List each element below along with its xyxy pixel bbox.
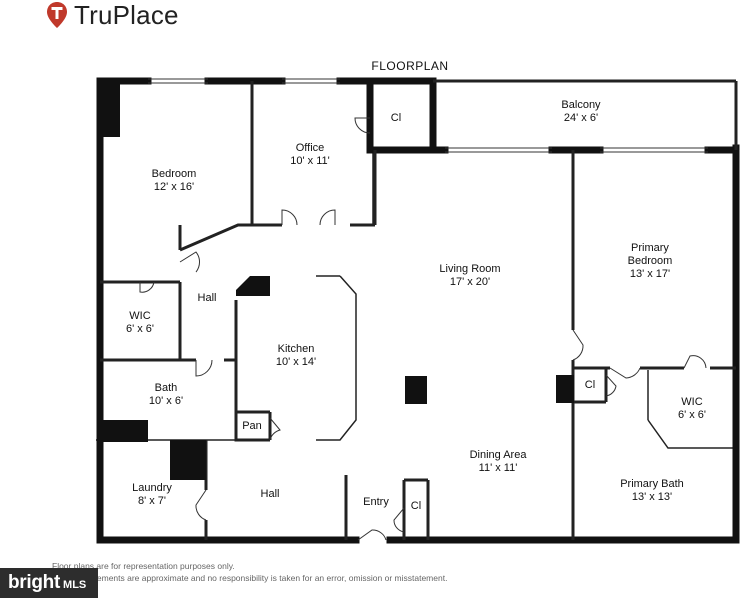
room-name: Living Room xyxy=(439,263,501,275)
room-label-primary-bedroom: Primary Bedroom 13' x 17' xyxy=(610,242,690,281)
room-name: Primary Bath xyxy=(620,478,684,490)
room-name: Cl xyxy=(390,112,402,124)
room-label-entry-closet: Cl xyxy=(406,500,426,513)
disclaimer-line-1: Floor plans are for representation purpo… xyxy=(52,561,235,571)
room-name: WIC xyxy=(681,396,703,408)
room-label-primary-bath: Primary Bath 13' x 13' xyxy=(600,478,704,504)
room-size: 11' x 11' xyxy=(478,462,518,474)
disclaimer-line-2: and measurements are approximate and no … xyxy=(52,573,448,583)
room-size: 10' x 6' xyxy=(148,395,184,407)
room-size: 8' x 7' xyxy=(137,495,167,507)
room-name: Office xyxy=(295,142,325,154)
room-label-wic-left: WIC 6' x 6' xyxy=(112,310,168,336)
room-size: 17' x 20' xyxy=(449,276,491,288)
truplace-logo: TruPlace xyxy=(46,0,179,30)
room-name: Laundry xyxy=(132,482,172,494)
room-name: Pan xyxy=(242,420,262,432)
room-name: Dining Area xyxy=(469,449,527,461)
floorplan-title: FLOORPLAN xyxy=(371,59,449,73)
bright-mls-badge: bright MLS xyxy=(0,568,98,598)
room-name: Bath xyxy=(154,382,178,394)
room-label-office: Office 10' x 11' xyxy=(270,142,350,168)
bright-word: bright xyxy=(8,572,61,593)
room-name: Bedroom xyxy=(151,168,197,180)
room-label-office-closet: Cl xyxy=(382,112,410,125)
room-name: Hall xyxy=(197,292,217,304)
brand-name: TruPlace xyxy=(74,0,179,30)
room-label-primary-closet: Cl xyxy=(577,379,603,392)
room-label-dining-area: Dining Area 11' x 11' xyxy=(448,449,548,475)
room-size: 12' x 16' xyxy=(153,181,195,193)
room-label-bath: Bath 10' x 6' xyxy=(126,382,206,408)
mls-suffix: MLS xyxy=(63,579,87,591)
room-label-entry: Entry xyxy=(356,496,396,509)
room-name: Balcony xyxy=(561,99,601,111)
room-label-pantry: Pan xyxy=(236,420,268,433)
room-size: 10' x 11' xyxy=(290,155,330,167)
room-label-hall-lower: Hall xyxy=(254,488,286,501)
room-name: Hall xyxy=(260,488,280,500)
room-name: Entry xyxy=(363,496,389,508)
room-size: 24' x 6' xyxy=(563,112,599,124)
room-name: Cl xyxy=(410,500,422,512)
room-size: 10' x 14' xyxy=(275,356,317,368)
room-size: 6' x 6' xyxy=(125,323,155,335)
room-label-laundry: Laundry 8' x 7' xyxy=(114,482,190,508)
room-label-bedroom: Bedroom 12' x 16' xyxy=(134,168,214,194)
room-name: WIC xyxy=(129,310,151,322)
room-size: 6' x 6' xyxy=(677,409,707,421)
room-label-living-room: Living Room 17' x 20' xyxy=(420,263,520,289)
room-label-kitchen: Kitchen 10' x 14' xyxy=(260,343,332,369)
room-name: Kitchen xyxy=(277,343,315,355)
room-label-balcony: Balcony 24' x 6' xyxy=(535,99,627,125)
map-pin-logo-icon xyxy=(47,2,67,28)
room-label-wic-right: WIC 6' x 6' xyxy=(664,396,720,422)
room-name: Cl xyxy=(584,379,596,391)
room-label-hall-upper: Hall xyxy=(192,292,222,305)
room-name: Primary Bedroom xyxy=(627,242,673,267)
room-size: 13' x 13' xyxy=(631,491,673,503)
disclaimer-text: Floor plans are for representation purpo… xyxy=(52,560,447,584)
room-size: 13' x 17' xyxy=(629,268,671,280)
